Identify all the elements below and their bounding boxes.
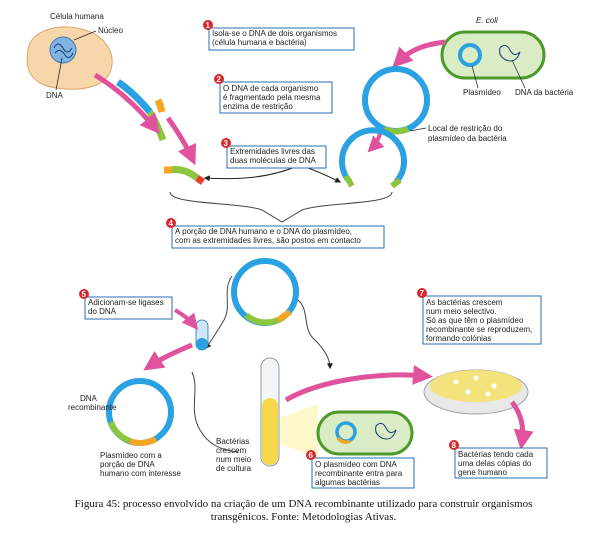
step-3-box: Extremidades livres das duas moléculas d… (221, 138, 327, 169)
svg-text:Bactérias tendo cada: Bactérias tendo cada (458, 450, 534, 459)
label-ecoli: E. coli (476, 16, 498, 25)
step-7-number: 7 (420, 289, 425, 298)
arrow-plasmid-cut (367, 133, 385, 153)
step-4-number: 4 (169, 219, 174, 228)
svg-text:Extremidades livres das: Extremidades livres das (230, 147, 315, 156)
label-plasmid-human-1: Plasmídeo com a (100, 451, 162, 460)
svg-text:uma delas cópias do: uma delas cópias do (458, 459, 532, 468)
colony (491, 383, 497, 389)
wavy-arrow-bottom (191, 371, 239, 453)
step-4-box: A porção de DNA humano e o DNA do plasmí… (166, 218, 385, 249)
svg-text:formando colónias: formando colónias (426, 334, 491, 343)
svg-text:recombinante entra para: recombinante entra para (315, 469, 403, 478)
label-plasmid: Plasmídeo (463, 88, 501, 97)
bacteria-dna-tangle-icon (499, 44, 521, 62)
svg-text:O plasmídeo com DNA: O plasmídeo com DNA (315, 460, 397, 469)
dna-tangle-icon (53, 43, 74, 59)
bacterial-plasmid (362, 66, 430, 135)
colony (473, 375, 479, 381)
step-8-number: 8 (452, 441, 457, 450)
colony (485, 391, 491, 397)
merge-bracket (169, 191, 393, 223)
label-bacteria-growing-2: crescem (216, 446, 247, 455)
svg-text:recombinante se reproduzem,: recombinante se reproduzem, (426, 325, 532, 334)
arrow-cell-to-fragment (93, 72, 161, 135)
colony (465, 389, 471, 395)
colony (453, 379, 459, 385)
svg-text:A porção de DNA humano e o DNA: A porção de DNA humano e o DNA do plasmí… (175, 227, 352, 236)
petri-dish (423, 369, 529, 415)
arrow-ecoli-to-plasmid (392, 39, 446, 68)
label-plasmid-human-3: humano com interesse (100, 469, 181, 478)
arrow-left-to-fragment (203, 164, 301, 182)
recombinant-plasmid (106, 378, 174, 446)
label-bacteria-dna: DNA da bactéria (515, 88, 574, 97)
arrow-dish-to-result (509, 400, 534, 450)
plasmid-in-contact (231, 258, 299, 326)
svg-text:enzima de restrição: enzima de restrição (223, 102, 293, 111)
culture-tube (260, 357, 280, 467)
human-dna-fragment (169, 166, 200, 181)
label-bacteria-growing-4: de cultura (216, 464, 252, 473)
label-plasmid-human-2: porção de DNA (100, 460, 155, 469)
ligase-tube (195, 319, 209, 351)
step-7-box: As bactérias crescem num meio selectivo.… (417, 288, 542, 345)
step-6-number: 6 (309, 451, 314, 460)
bacterium-with-recombinant-plasmid (316, 410, 414, 456)
arrow-to-ligase (173, 308, 198, 330)
human-cell (26, 26, 113, 90)
svg-text:(célula humana e bactéria): (célula humana e bactéria) (212, 38, 307, 47)
label-recombinant-1: DNA (80, 394, 98, 403)
arrow-to-petri-dish (284, 364, 433, 403)
svg-text:Adicionam-se ligases: Adicionam-se ligases (88, 298, 164, 307)
svg-text:num meio selectivo.: num meio selectivo. (426, 307, 497, 316)
svg-text:Isola-se o DNA de dois organis: Isola-se o DNA de dois organismos (212, 29, 337, 38)
label-bacteria-growing-1: Bactérias (216, 437, 249, 446)
label-recombinant-2: recombinante (68, 403, 117, 412)
label-dna: DNA (46, 91, 64, 100)
caption-line-2: transgênicos. Fonte: Metodologias Ativas… (210, 511, 397, 523)
step-5-box: Adicionam-se ligases do DNA 5 (79, 289, 173, 320)
figure-caption: Figura 45: processo envolvido na criação… (0, 498, 607, 524)
svg-text:é fragmentado pela mesma: é fragmentado pela mesma (223, 93, 321, 102)
label-restriction-site-1: Local de restrição do (428, 124, 503, 133)
svg-text:Só as que têm o plasmídeo: Só as que têm o plasmídeo (426, 316, 524, 325)
step-1-box: Isola-se o DNA de dois organismos (célul… (203, 20, 355, 51)
svg-text:do DNA: do DNA (88, 307, 117, 316)
arrow-to-fragment (165, 116, 197, 166)
magnification-cone (280, 404, 318, 458)
nucleus (49, 36, 77, 64)
ecoli-bacterium (440, 30, 546, 80)
arrow-ligase-to-recombinant (143, 342, 193, 371)
wavy-arrow-left (205, 275, 233, 349)
label-nucleus: Núcleo (98, 26, 123, 35)
svg-text:algumas bactérias: algumas bactérias (315, 478, 380, 487)
caption-line-1: Figura 45: processo envolvido na criação… (74, 498, 533, 510)
svg-text:As bactérias crescem: As bactérias crescem (426, 298, 503, 307)
step-8-box: Bactérias tendo cada uma delas cópias do… (449, 440, 548, 479)
label-human-cell: Célula humana (50, 12, 104, 21)
step-2-number: 2 (217, 75, 222, 84)
svg-text:gene humano: gene humano (458, 468, 507, 477)
svg-text:duas moléculas de DNA: duas moléculas de DNA (230, 156, 316, 165)
step-3-number: 3 (224, 139, 229, 148)
ecoli-plasmid (458, 43, 482, 67)
cut-plasmid (339, 127, 407, 189)
step-1-number: 1 (206, 21, 211, 30)
label-restriction-site-2: plasmídeo da bactéria (428, 134, 507, 143)
svg-text:O DNA de cada organismo: O DNA de cada organismo (223, 84, 319, 93)
wavy-arrow-right (297, 299, 333, 370)
svg-text:com as extremidades livres, sã: com as extremidades livres, são postos e… (175, 236, 361, 245)
step-2-box: O DNA de cada organismo é fragmentado pe… (214, 74, 333, 114)
step-5-number: 5 (82, 290, 87, 299)
label-bacteria-growing-3: num meio (216, 455, 252, 464)
step-6-box: O plasmídeo com DNA recombinante entra p… (306, 450, 415, 489)
